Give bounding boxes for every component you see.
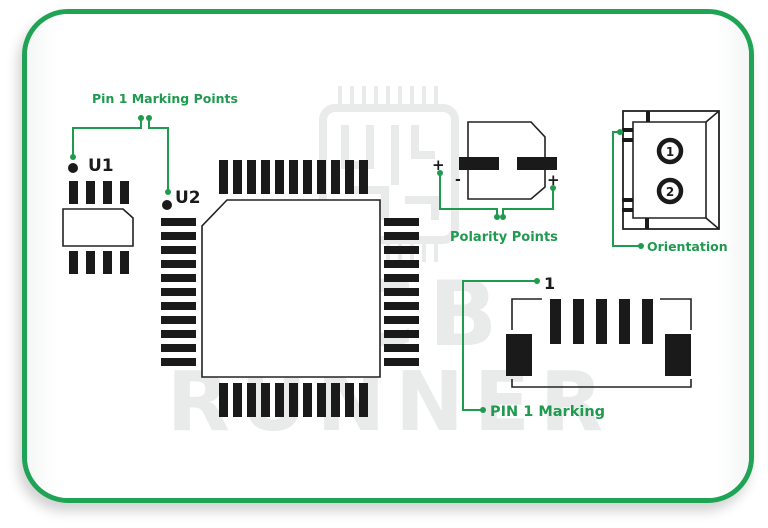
capacitor-footprint: + - + [432, 121, 560, 200]
two-pin-connector-footprint: 1 2 [622, 110, 720, 230]
orientation-callout: Orientation [612, 129, 728, 254]
connector-pin2-label: 2 [666, 185, 674, 199]
capacitor-plus-left: + [432, 156, 445, 174]
u1-pin1-dot [68, 163, 78, 173]
connector-pin1-label: 1 [666, 145, 674, 159]
orientation-label: Orientation [647, 239, 728, 254]
pin1-marking-callout: PIN 1 Marking [462, 278, 605, 420]
u2-body-outline [201, 199, 381, 378]
u1-ref: U1 [88, 156, 114, 176]
smd-pin1-number: 1 [544, 274, 555, 293]
u2-pin1-dot [162, 200, 172, 210]
u2-top-pads [219, 160, 368, 194]
u2-right-pads [384, 218, 419, 366]
capacitor-plus-right: + [547, 171, 560, 189]
polarity-points-label: Polarity Points [450, 230, 558, 245]
capacitor-minus: - [455, 172, 461, 188]
polarity-points-callout: Polarity Points [437, 170, 558, 245]
u2-left-pads [161, 218, 196, 366]
u1-soic-footprint: U1 [62, 156, 134, 274]
u2-qfp-footprint: U2 [161, 160, 419, 417]
u2-bottom-pads [219, 383, 368, 417]
pin1-marking-label: PIN 1 Marking [490, 404, 605, 420]
smd-connector-footprint: 1 [506, 274, 692, 388]
pin1-marking-points-callout: Pin 1 Marking Points [70, 91, 238, 195]
u2-ref: U2 [175, 188, 201, 208]
pin1-marking-points-label: Pin 1 Marking Points [92, 91, 238, 106]
